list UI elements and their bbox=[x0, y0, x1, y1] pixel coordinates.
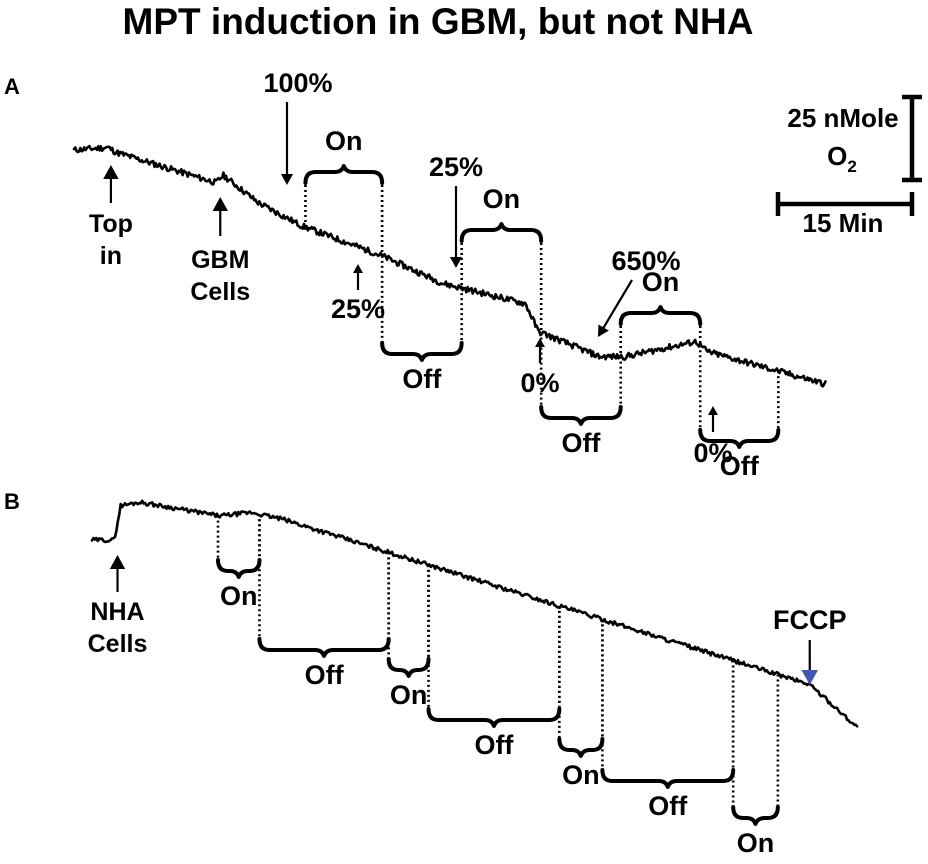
light-off-brace bbox=[426, 707, 562, 728]
light-off-brace bbox=[539, 405, 623, 426]
light-off-brace bbox=[257, 637, 391, 658]
percent-arrow-650-shaft bbox=[600, 279, 633, 332]
light-off-brace bbox=[698, 428, 781, 449]
light-off-label: Off bbox=[474, 730, 514, 760]
event-arrow-gbm-head bbox=[212, 197, 228, 211]
light-on-label: On bbox=[562, 760, 600, 790]
light-off-brace bbox=[600, 768, 736, 789]
scale-bar-vertical-unit-subscript: 2 bbox=[847, 157, 856, 176]
light-off-label: Off bbox=[305, 660, 345, 690]
percent-arrow-0-second-head bbox=[708, 406, 718, 415]
light-on-label: On bbox=[390, 680, 428, 710]
light-on-label: On bbox=[737, 828, 775, 858]
light-on-brace bbox=[557, 737, 605, 758]
light-off-label: Off bbox=[648, 791, 688, 821]
event-label-nha-cells: Cells bbox=[88, 630, 148, 658]
event-label-top-in: in bbox=[100, 242, 122, 270]
event-label-top-in: Top bbox=[89, 210, 133, 238]
percent-arrow-25-low-head bbox=[353, 264, 363, 273]
trace-line bbox=[90, 499, 859, 728]
light-on-brace bbox=[459, 222, 544, 243]
light-off-label: Off bbox=[720, 451, 760, 481]
light-on-label: On bbox=[325, 126, 363, 156]
panel-label-a: A bbox=[4, 74, 20, 99]
panel-label-b: B bbox=[4, 489, 20, 514]
light-off-label: Off bbox=[561, 428, 601, 458]
event-arrow-top-in-head bbox=[103, 165, 119, 179]
percent-label-25-low: 25% bbox=[331, 294, 385, 324]
light-on-label: On bbox=[220, 581, 258, 611]
percent-arrow-25-high-head bbox=[449, 257, 463, 268]
event-label-gbm-cells: Cells bbox=[190, 278, 250, 306]
percent-label-25-high: 25% bbox=[429, 152, 483, 182]
scale-bar-vertical-label: 25 nMole bbox=[787, 103, 898, 133]
percent-arrow-0-first-head bbox=[535, 338, 545, 347]
event-arrow-nha-head bbox=[109, 555, 126, 569]
percent-label-650: 650% bbox=[611, 246, 680, 276]
event-arrow-fccp-head bbox=[801, 670, 818, 685]
light-on-brace bbox=[618, 305, 703, 326]
light-on-label: On bbox=[642, 267, 680, 297]
percent-arrow-650-head bbox=[598, 324, 609, 337]
figure-title: MPT induction in GBM, but not NHA bbox=[123, 1, 754, 42]
trace-line bbox=[72, 144, 827, 388]
light-on-brace bbox=[731, 805, 780, 826]
light-on-brace bbox=[303, 164, 385, 185]
light-on-label: On bbox=[483, 184, 521, 214]
percent-label-0-second: 0% bbox=[693, 438, 732, 468]
percent-label-100: 100% bbox=[263, 68, 332, 98]
light-off-brace bbox=[380, 341, 464, 362]
light-on-brace bbox=[386, 657, 431, 678]
event-label-fccp: FCCP bbox=[773, 605, 847, 635]
light-on-brace bbox=[216, 558, 262, 579]
event-label-nha-cells: NHA bbox=[90, 598, 144, 626]
percent-label-0-first: 0% bbox=[520, 368, 559, 398]
scale-bar-vertical-unit: O2 bbox=[827, 141, 857, 176]
scale-bar-horizontal-label: 15 Min bbox=[803, 208, 884, 238]
event-label-gbm-cells: GBM bbox=[191, 246, 249, 274]
percent-arrow-100-head bbox=[280, 174, 294, 185]
light-off-label: Off bbox=[402, 364, 442, 394]
